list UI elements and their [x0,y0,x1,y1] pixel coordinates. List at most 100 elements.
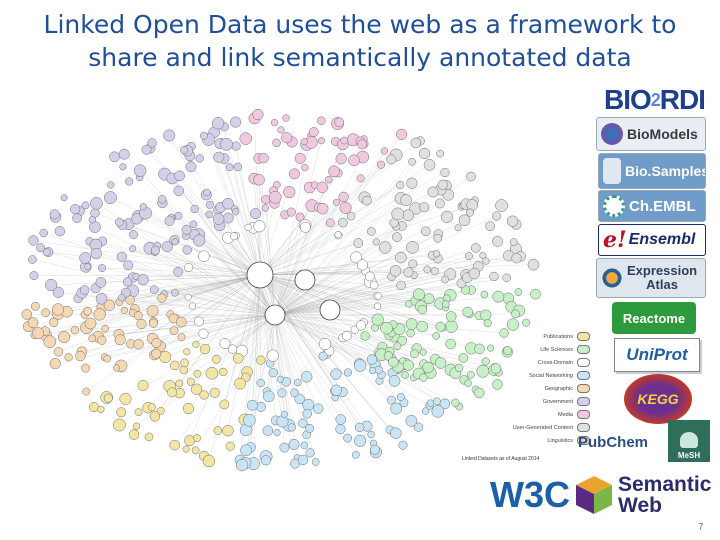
dataset-bubble [161,241,173,253]
dataset-bubble [262,390,275,403]
dataset-bubble [492,379,503,390]
dataset-link [274,314,382,355]
hub-dataset-bubble [294,269,316,291]
legend-swatch [577,410,590,419]
dataset-link [172,178,276,316]
dataset-bubble [470,243,481,253]
dataset-bubble [283,186,296,199]
dataset-link [43,232,276,316]
dataset-bubble [380,147,389,155]
dataset-bubble [89,221,101,233]
dataset-bubble [144,432,154,442]
dataset-link [165,314,276,358]
dataset-link [259,142,416,276]
dataset-bubble [437,179,448,190]
dataset-bubble [386,154,397,165]
dataset-bubble [230,116,242,128]
dataset-bubble [334,117,345,128]
dataset-bubble [405,415,418,427]
dataset-bubble [364,271,375,282]
dataset-bubble [423,293,435,305]
dataset-link [274,183,412,316]
dataset-link [258,179,276,316]
dataset-bubble [480,309,492,321]
dataset-bubble [279,442,290,453]
dataset-bubble [410,137,422,149]
dataset-link [274,156,363,316]
dataset-bubble [119,163,127,171]
dataset-bubble [325,218,335,228]
biosamples-label: Bio.Samples [625,163,706,179]
dataset-bubble [175,379,184,388]
dataset-bubble [188,302,197,310]
dataset-bubble [499,328,509,338]
dataset-link [154,251,276,316]
dataset-bubble [114,334,126,346]
dataset-bubble [391,207,405,221]
dataset-bubble [193,369,202,378]
dataset-bubble [180,146,189,155]
dataset-bubble [330,384,342,396]
dataset-bubble [173,185,184,197]
dataset-bubble [330,368,342,380]
dataset-bubble [335,424,346,435]
dataset-link [259,274,423,327]
legend-swatch [577,371,590,380]
dataset-link [259,274,261,384]
dataset-bubble [81,201,90,210]
dataset-bubble [180,358,189,368]
dataset-bubble [198,328,209,339]
dataset-bubble [489,271,499,282]
dataset-bubble [147,138,157,148]
dataset-bubble [482,257,490,265]
dataset-bubble [79,285,90,295]
dataset-link [132,248,276,316]
dataset-bubble [240,444,252,457]
legend-swatch [577,423,590,432]
dataset-bubble [479,252,487,260]
uniprot-label: UniProt [626,345,688,364]
chembl-label: Ch.EMBL [629,197,696,215]
dataset-bubble [318,338,331,351]
dataset-bubble [211,354,221,364]
dataset-bubble [348,154,360,167]
dataset-bubble [490,363,502,374]
dataset-bubble [190,204,199,214]
dataset-bubble [464,252,473,261]
dataset-bubble [398,440,408,450]
dataset-bubble [491,211,502,221]
dataset-link [274,314,298,459]
dataset-bubble [199,390,209,400]
dataset-bubble [192,340,200,348]
dataset-bubble [235,459,249,472]
dataset-bubble [366,354,378,365]
dataset-bubble [343,433,352,443]
dataset-link [193,224,276,316]
dataset-bubble [356,320,367,331]
dataset-bubble [232,352,244,364]
dataset-bubble [104,191,117,205]
dataset-bubble [416,320,428,333]
dataset-link [259,274,431,373]
dataset-bubble [328,165,340,178]
dataset-bubble [169,439,180,451]
dataset-bubble [423,159,436,171]
dataset-bubble [52,286,64,298]
dataset-bubble [373,302,382,310]
dataset-bubble [360,331,370,341]
dataset-bubble [311,458,320,466]
dataset-bubble [338,191,349,203]
dataset-bubble [266,349,279,362]
dataset-bubble [367,430,375,439]
dataset-bubble [276,415,289,428]
legend-item: Media [500,408,590,421]
dataset-bubble [389,265,402,277]
legend-item-label: Life Sciences [540,346,573,353]
dataset-bubble [49,209,60,220]
dataset-bubble [340,136,349,145]
biomodels-label: BioModels [627,126,698,142]
dataset-bubble [282,114,290,122]
expression-atlas-label: Expression Atlas [627,264,697,292]
dataset-bubble [388,374,401,387]
dataset-bubble [136,318,147,329]
